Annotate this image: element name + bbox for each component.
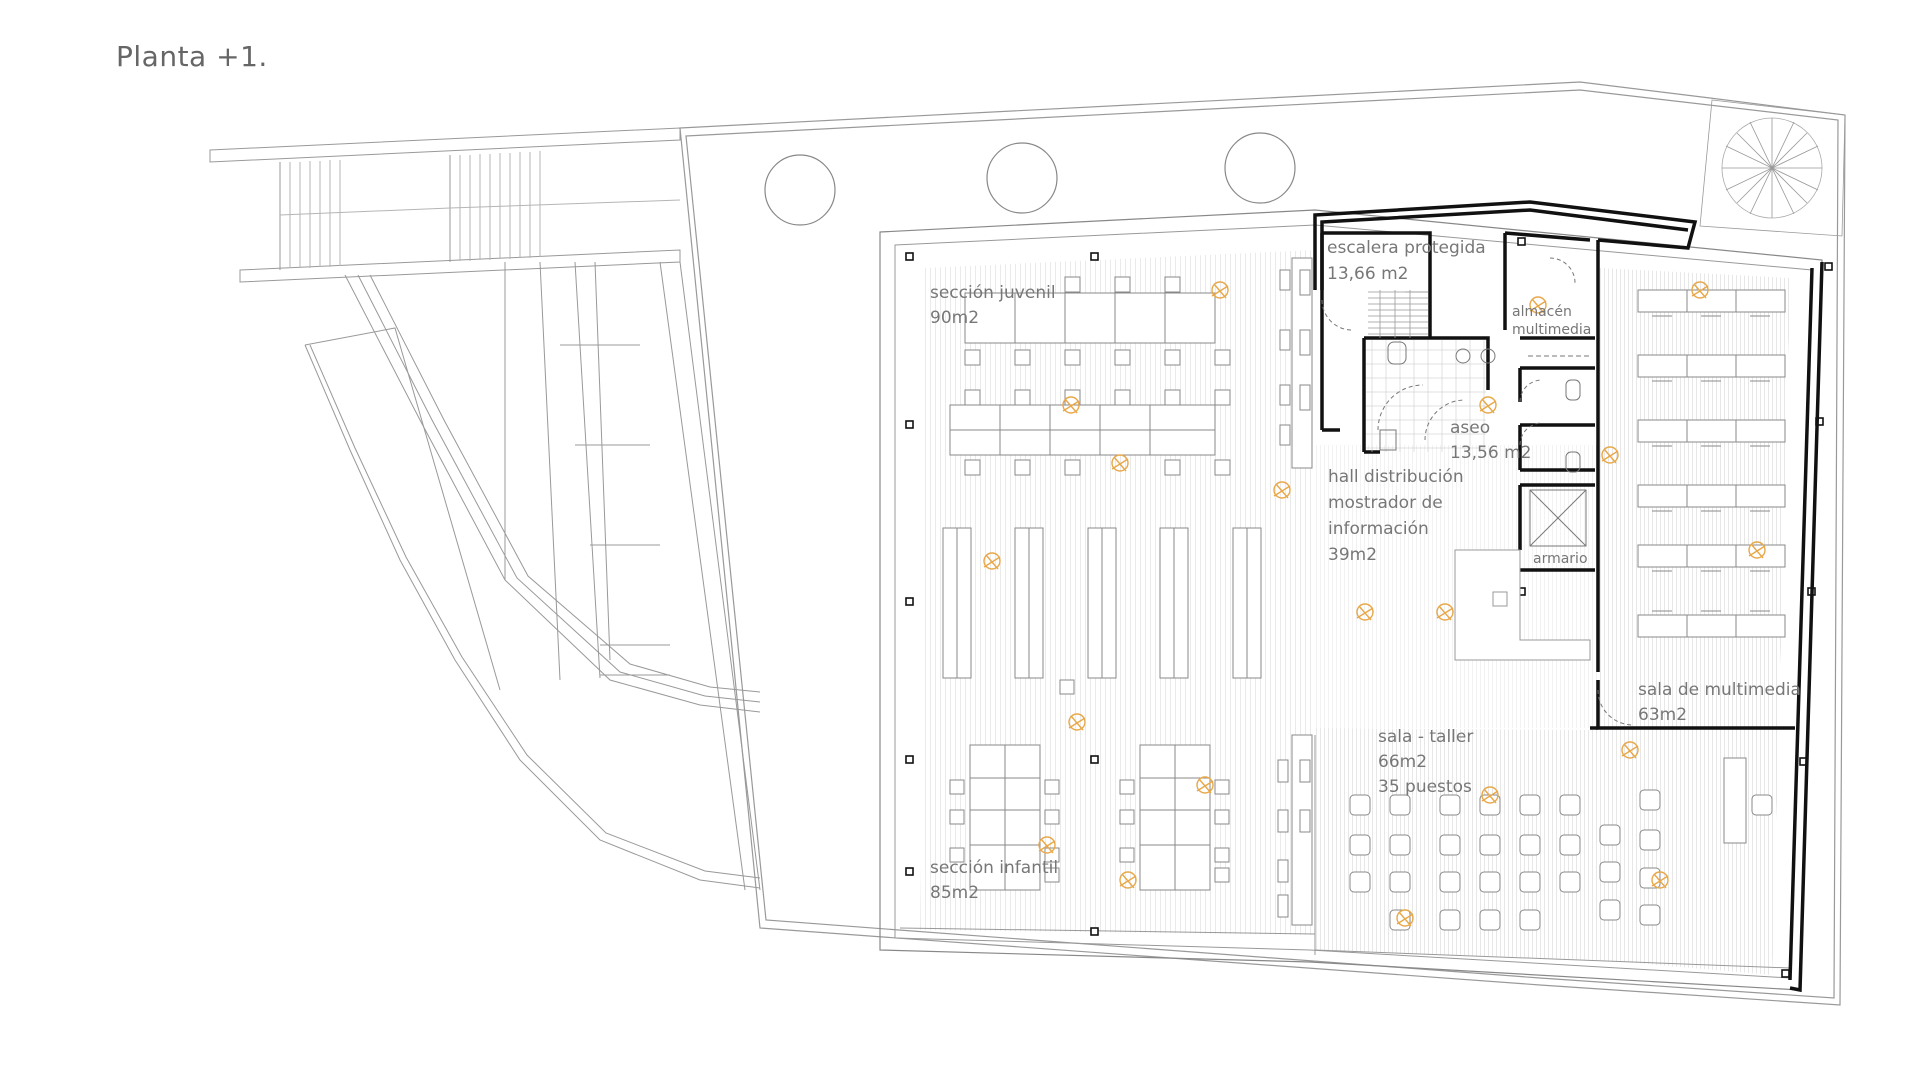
aseo-tile-floor (1366, 340, 1486, 452)
label-almacen-2: multimedia (1512, 322, 1591, 338)
page-title: Planta +1. (116, 40, 268, 73)
label-taller: sala - taller (1378, 727, 1473, 747)
label-taller-area: 66m2 (1378, 752, 1427, 772)
label-almacen: almacén (1512, 304, 1572, 320)
terrace-outline (679, 81, 1846, 1006)
label-hall-3: información (1328, 519, 1429, 539)
label-aseo: aseo (1450, 418, 1490, 438)
label-hall-2: mostrador de (1328, 493, 1443, 513)
exterior-stair-ramp (209, 127, 761, 891)
information-counter (1454, 549, 1591, 661)
label-armario: armario (1533, 551, 1588, 567)
label-multimedia-area: 63m2 (1638, 705, 1687, 725)
label-hall-area: 39m2 (1328, 545, 1377, 565)
label-juvenil: sección juvenil (930, 283, 1056, 303)
label-juvenil-area: 90m2 (930, 308, 979, 328)
label-infantil: sección infantil (930, 858, 1058, 878)
tree-icon (1699, 99, 1846, 237)
label-aseo-area: 13,56 m2 (1450, 443, 1531, 463)
toilet-fixtures (1321, 257, 1634, 726)
protected-stair (1368, 290, 1428, 338)
label-escalera: escalera protegida (1327, 238, 1486, 258)
children-section-furniture (949, 679, 1313, 926)
youth-section-furniture (942, 257, 1313, 679)
people-figures (983, 281, 1766, 927)
label-taller-capacity: 35 puestos (1378, 777, 1472, 797)
workshop-room-furniture (1349, 757, 1773, 931)
multimedia-room-furniture (1637, 289, 1786, 638)
label-multimedia: sala de multimedia (1638, 680, 1801, 700)
label-infantil-area: 85m2 (930, 883, 979, 903)
skylight-circles (764, 132, 1296, 226)
label-hall: hall distribución (1328, 467, 1464, 487)
label-escalera-area: 13,66 m2 (1327, 264, 1408, 284)
room-labels: escalera protegida 13,66 m2 sección juve… (930, 238, 1801, 903)
